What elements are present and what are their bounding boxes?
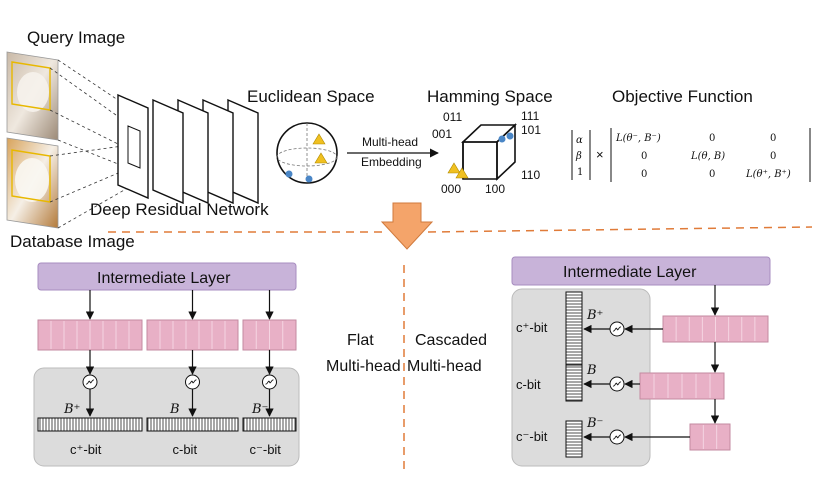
cascaded-hash-code-plus: [565, 291, 583, 369]
flat-code-label-minus: B⁻: [251, 402, 268, 417]
flat-intermediate-layer: [37, 262, 297, 291]
cascaded-sigmoid-mid-curve: [612, 381, 622, 387]
flat-sigmoid-mid-curve: [188, 379, 197, 385]
projection-lines: [49, 59, 134, 229]
database-image: [6, 137, 59, 229]
vector-alpha: α: [576, 135, 583, 146]
vector-one: 1: [577, 167, 583, 178]
matrix-r2c2: L(θ, B): [690, 151, 725, 162]
flat-sigmoid-plus-curve: [85, 379, 95, 385]
vector-beta: β: [575, 151, 582, 162]
query-image-label: Query Image: [27, 28, 125, 47]
cube-point-blue-2: [506, 132, 514, 140]
cascaded-bit-label-minus: c⁻-bit: [516, 429, 548, 444]
query-image: [6, 51, 59, 141]
cube-point-yellow-2: [455, 167, 469, 179]
matrix-r1c2: 0: [709, 133, 715, 144]
flat-title-line2: Multi-head: [326, 358, 401, 375]
matrix-r3c2: 0: [709, 169, 715, 180]
matrix-r2c1: 0: [641, 151, 647, 162]
matrix-r1c1: L(θ⁻, B⁻): [615, 133, 661, 144]
cascaded-sigmoid-plus-curve: [612, 326, 622, 332]
flat-code-label-mid: B: [169, 402, 180, 417]
embedding-label-line1: Multi-head: [362, 135, 418, 149]
flat-sigmoid-minus-curve: [265, 379, 274, 385]
matrix-r3c3: L(θ⁺, B⁺): [745, 169, 791, 180]
vertex-000: 000: [441, 182, 461, 196]
vertex-110: 110: [521, 168, 540, 182]
cube-point-blue-1: [498, 135, 506, 143]
cube-point-yellow-1: [447, 162, 461, 174]
cascaded-block-minus: [689, 423, 731, 451]
flat-bit-label-minus: c⁻-bit: [250, 442, 282, 457]
down-arrow: [380, 202, 434, 250]
cascaded-title-line2: Multi-head: [407, 358, 482, 375]
flat-heads: B⁺ c⁺-bit Bc-bit B⁻ c⁻-bit: [37, 290, 297, 457]
cascaded-hash-code-mid: [565, 364, 583, 402]
flat-code-label-plus: B⁺: [63, 402, 80, 417]
embedding-label-line2: Embedding: [361, 155, 422, 169]
flat-bit-label-mid: c-bit: [173, 442, 198, 457]
database-image-label: Database Image: [10, 232, 135, 251]
section-divider-right: [427, 226, 813, 233]
vertex-001: 001: [432, 127, 452, 141]
cascaded-hash-code-minus: [565, 420, 583, 458]
flat-bit-label-plus: c⁺-bit: [70, 442, 102, 457]
euclidean-sphere: [276, 122, 338, 184]
residual-network-planes: [117, 93, 259, 205]
flat-hash-code-mid: [146, 417, 239, 432]
cascaded-intermediate-label: Intermediate Layer: [563, 264, 697, 281]
flat-hash-code-plus: [37, 417, 143, 432]
flat-panel: [33, 367, 300, 467]
vertex-101: 101: [521, 123, 541, 137]
euclidean-label: Euclidean Space: [247, 87, 375, 106]
cascaded-code-label-mid: B: [586, 363, 597, 378]
hamming-cube: [460, 123, 518, 181]
cascaded-bit-label-mid: c-bit: [516, 377, 541, 392]
cascaded-bit-label-plus: c⁺-bit: [516, 320, 548, 335]
cascaded-code-label-plus: B⁺: [586, 308, 603, 323]
objective-label: Objective Function: [612, 87, 753, 106]
cascaded-sigmoid-minus-curve: [612, 434, 622, 440]
matrix-r1c3: 0: [770, 133, 776, 144]
flat-block-mid: [146, 319, 239, 351]
flat-intermediate-label: Intermediate Layer: [97, 270, 231, 287]
flat-hash-code-minus: [242, 417, 297, 432]
vertex-100: 100: [485, 182, 505, 196]
matrix-r2c3: 0: [770, 151, 776, 162]
cascaded-intermediate-layer: [511, 256, 771, 286]
hamming-label: Hamming Space: [427, 87, 553, 106]
matrix-r3c1: 0: [641, 169, 647, 180]
cascaded-title-line1: Cascaded: [415, 332, 487, 349]
network-label: Deep Residual Network: [90, 200, 269, 219]
flat-title-line1: Flat: [347, 332, 374, 349]
cascaded-code-label-minus: B⁻: [586, 416, 603, 431]
vertex-111: 111: [521, 109, 540, 123]
vertex-011: 011: [443, 110, 462, 124]
times-sign: ×: [596, 147, 604, 162]
objective-formula: α β 1 × L(θ⁻, B⁻) 0 0 0 L(θ, B) 0 0 0 L(…: [571, 128, 811, 182]
